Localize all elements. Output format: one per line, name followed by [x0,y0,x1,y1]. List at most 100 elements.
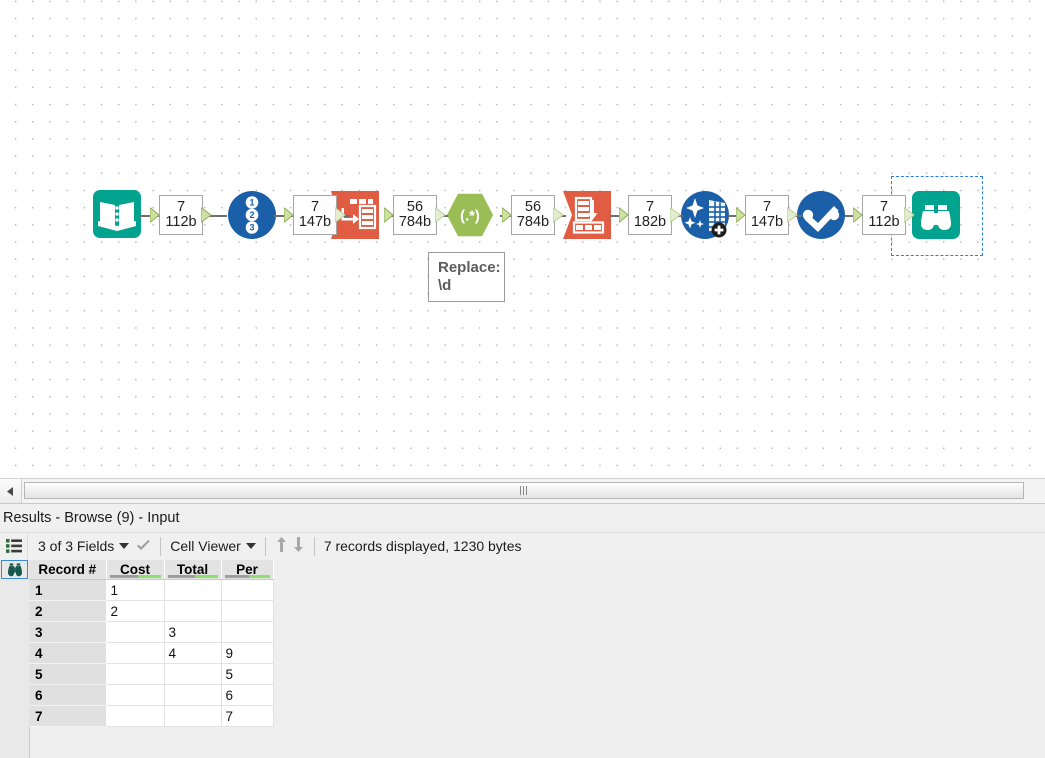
wire [845,215,859,217]
connection-label[interactable]: 7 112b [853,195,915,235]
cell-per[interactable]: 9 [221,642,274,664]
cell-total[interactable]: 4 [164,642,222,664]
data-cleansing-icon [681,191,729,239]
table-row[interactable]: 6 6 [29,684,274,706]
fields-selector[interactable]: 3 of 3 Fields [36,538,153,554]
output-anchor-icon [787,207,798,223]
chevron-down-icon [119,543,130,549]
cell-total[interactable] [164,579,222,601]
connection-bytes: 784b [398,214,432,230]
connection-records: 56 [524,199,542,216]
data-quality-bar [109,574,161,578]
cell-cost[interactable] [106,663,165,685]
cell-per[interactable]: 7 [221,705,274,727]
output-anchor-icon [670,207,681,223]
grid-corner-browse-button[interactable] [1,560,28,579]
cell-per[interactable] [221,579,274,601]
toolbar-separator [313,536,315,556]
input-anchor-icon [284,207,294,223]
cell-cost[interactable] [106,705,165,727]
transpose-tool[interactable] [331,191,379,239]
viewer-label: Cell Viewer [170,538,241,554]
scroll-left-button[interactable] [0,479,22,504]
list-view-button[interactable] [0,533,28,559]
cell-total[interactable] [164,663,222,685]
table-header-row: Record # Cost Total Per [29,560,274,580]
scroll-track[interactable] [22,479,1045,504]
binoculars-icon [7,562,22,576]
data-cleansing-tool[interactable] [681,191,729,239]
connection-records: 7 [762,199,772,216]
cell-per[interactable]: 5 [221,663,274,685]
connection-label[interactable]: 7 182b [619,195,681,235]
annotation-line-2: \d [438,277,452,295]
cell-per[interactable]: 6 [221,684,274,706]
browse-tool[interactable] [912,191,960,239]
cell-cost[interactable] [106,642,165,664]
table-row[interactable]: 5 5 [29,663,274,685]
cell-cost[interactable] [106,684,165,706]
cell-per[interactable] [221,600,274,622]
record-id-tool[interactable]: 1 2 3 [228,191,276,239]
select-tool[interactable] [797,191,845,239]
table-row[interactable]: 7 7 [29,705,274,727]
workflow-canvas[interactable]: 7 112b 1 2 3 7 147b [0,0,1045,478]
input-anchor-icon [853,207,863,223]
table-row[interactable]: 3 3 [29,621,274,643]
regex-tool[interactable]: (.*) [446,191,494,239]
connection-label[interactable]: 7 147b [736,195,798,235]
table-row[interactable]: 4 4 9 [29,642,274,664]
row-number: 1 [29,579,107,601]
cell-total[interactable]: 3 [164,621,222,643]
wire [728,215,742,217]
input-anchor-icon [619,207,629,223]
row-number: 7 [29,705,107,727]
column-header-total[interactable]: Total [164,560,222,580]
arrow-down-icon [293,536,303,552]
binoculars-icon [912,191,960,239]
grid-left-gutter [0,560,30,758]
numbered-list-icon: 1 2 3 [228,191,276,239]
viewer-selector[interactable]: Cell Viewer [168,538,258,554]
chevron-down-icon [245,543,256,549]
connection-label[interactable]: 7 147b [284,195,346,235]
connection-records: 56 [406,199,424,216]
connection-label[interactable]: 56 784b [502,195,564,235]
scroll-thumb[interactable] [24,482,1024,499]
cell-cost[interactable] [106,621,165,643]
sort-ascending-button[interactable] [273,536,290,556]
cross-tab-tool[interactable] [563,191,611,239]
column-header-record[interactable]: Record # [29,560,107,580]
cell-per[interactable] [221,621,274,643]
data-quality-bar [167,574,218,578]
cell-cost[interactable]: 2 [106,600,165,622]
connection-bytes: 784b [516,214,550,230]
results-grid[interactable]: Record # Cost Total Per [0,560,1045,758]
connection-label[interactable]: 7 112b [150,195,212,235]
cell-total[interactable] [164,705,222,727]
table-row[interactable]: 2 2 [29,600,274,622]
connection-label[interactable]: 56 784b [384,195,446,235]
column-header-per[interactable]: Per [221,560,274,580]
wire [610,215,624,217]
results-title: Results - Browse (9) - Input [0,504,1045,532]
cell-cost[interactable]: 1 [106,579,165,601]
svg-text:1: 1 [249,198,254,208]
connection-bytes: 112b [165,214,197,230]
results-toolbar: 3 of 3 Fields Cell Viewer 7 records disp… [0,532,1045,559]
check-select-icon [797,191,845,239]
input-data-tool[interactable] [93,190,141,238]
cell-total[interactable] [164,684,222,706]
results-table[interactable]: Record # Cost Total Per [29,560,274,727]
output-anchor-icon [335,207,346,223]
column-header-cost[interactable]: Cost [106,560,165,580]
records-status: 7 records displayed, 1230 bytes [323,538,522,554]
cell-total[interactable] [164,600,222,622]
output-anchor-icon [435,207,446,223]
canvas-horizontal-scrollbar[interactable] [0,478,1045,504]
connection-bytes: 147b [750,214,784,230]
table-row[interactable]: 1 1 [29,579,274,601]
svg-text:3: 3 [249,223,254,233]
row-number: 4 [29,642,107,664]
sort-descending-button[interactable] [290,536,307,556]
